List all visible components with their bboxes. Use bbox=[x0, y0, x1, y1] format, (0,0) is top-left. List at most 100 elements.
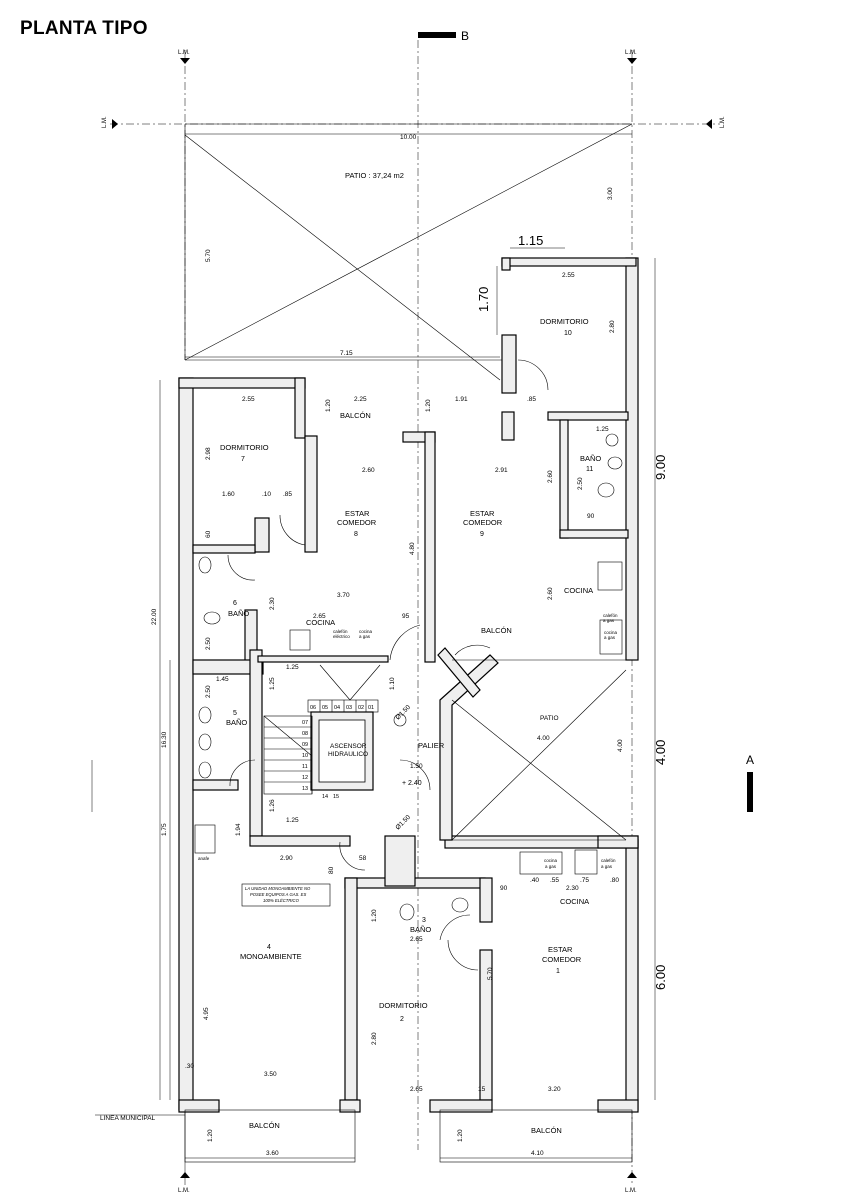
cocina-gas-a: cocina bbox=[359, 629, 373, 634]
diameter-label: Ø1.50 bbox=[394, 814, 412, 832]
elevator-label-b: HIDRAULICO bbox=[328, 751, 368, 758]
mid-patio bbox=[451, 659, 627, 841]
dim: .30 bbox=[185, 1063, 194, 1070]
lm-label: L.M. bbox=[625, 1188, 637, 1194]
stair-step: 15 bbox=[333, 794, 339, 800]
stair-step: 04 bbox=[334, 705, 340, 711]
room-bano-3: BAÑO bbox=[410, 925, 431, 934]
dim: 7.15 bbox=[340, 350, 353, 357]
dim: 2.80 bbox=[371, 1032, 378, 1045]
dim: 80 bbox=[328, 866, 335, 874]
dim: 58 bbox=[359, 855, 367, 862]
cocina-gas3-a: cocina bbox=[544, 858, 558, 863]
room-cocina-right: COCINA bbox=[564, 586, 593, 595]
dim: 1.45 bbox=[216, 676, 229, 683]
balconies bbox=[184, 1109, 633, 1163]
dim: 4.00 bbox=[653, 740, 668, 765]
room-bano-6: BAÑO bbox=[228, 609, 249, 618]
room-cocina-bottom: COCINA bbox=[560, 897, 589, 906]
room-dormitorio-10: DORMITORIO bbox=[540, 317, 589, 326]
patio-mid-label: PATIO bbox=[540, 715, 559, 722]
level-label: + 2.40 bbox=[402, 780, 422, 787]
dim: 3.60 bbox=[266, 1150, 279, 1157]
dim: 4.00 bbox=[617, 739, 624, 752]
room-number-7: 7 bbox=[241, 456, 245, 463]
dim: 2.98 bbox=[205, 447, 212, 460]
room-estar-8a: ESTAR bbox=[345, 509, 370, 518]
linea-municipal-label: LINEA MUNICIPAL bbox=[100, 1115, 156, 1122]
room-estar-9b: COMEDOR bbox=[463, 518, 503, 527]
dim: 1.70 bbox=[476, 287, 491, 312]
stair-step: 05 bbox=[322, 705, 328, 711]
dim: .75 bbox=[580, 877, 589, 884]
stair-step: 03 bbox=[346, 705, 352, 711]
dim: 1.15 bbox=[518, 233, 543, 248]
calefon3-b: a gas bbox=[601, 864, 613, 869]
cocina-gas3-b: a gas bbox=[545, 864, 557, 869]
anafe-label: anafe bbox=[198, 856, 210, 861]
room-monoambiente: MONOAMBIENTE bbox=[240, 952, 302, 961]
calefon-gas-b: a gas bbox=[603, 618, 615, 623]
section-b-label: B bbox=[461, 29, 469, 43]
dim: 1.10 bbox=[389, 677, 396, 690]
dimension-lines bbox=[159, 133, 656, 1100]
patio-top-label: PATIO : 37,24 m2 bbox=[345, 171, 404, 180]
stairs bbox=[263, 664, 381, 795]
dim: 90 bbox=[587, 513, 595, 520]
room-labels: PATIO : 37,24 m2 DORMITORIO 10 BALCÓN DO… bbox=[100, 171, 618, 1135]
room-number-8: 8 bbox=[354, 531, 358, 538]
dim: 1.20 bbox=[371, 909, 378, 922]
dim: 4.95 bbox=[203, 1007, 210, 1020]
dim: 1.25 bbox=[286, 664, 299, 671]
dim: 3.50 bbox=[264, 1071, 277, 1078]
dim: 1.94 bbox=[235, 823, 242, 836]
dim: 2.90 bbox=[280, 855, 293, 862]
dim: 1.25 bbox=[596, 426, 609, 433]
note-line: POSEE EQUIPOS A GAS. ES bbox=[250, 892, 306, 897]
door-swings bbox=[227, 359, 549, 971]
stair-step: 11 bbox=[302, 764, 308, 770]
calefon-electrico-b: eléctrico bbox=[333, 634, 350, 639]
dim: 1.25 bbox=[286, 817, 299, 824]
cocina-gas-b: a gas bbox=[359, 634, 371, 639]
calefon-electrico-a: calefón bbox=[333, 629, 348, 634]
dim: 22.00 bbox=[151, 608, 158, 625]
fixtures bbox=[194, 433, 623, 921]
dim: 9.00 bbox=[653, 455, 668, 480]
dim: .80 bbox=[610, 877, 619, 884]
dim: 1.26 bbox=[269, 799, 276, 812]
room-number-1: 1 bbox=[556, 968, 560, 975]
stair-step: 14 bbox=[322, 794, 328, 800]
dim: 2.55 bbox=[562, 272, 575, 279]
top-patio bbox=[184, 123, 633, 381]
balcon-bottom-left: BALCÓN bbox=[249, 1121, 280, 1130]
room-number-10: 10 bbox=[564, 330, 572, 337]
dim: 2.65 bbox=[313, 613, 326, 620]
dim: 4.00 bbox=[537, 735, 550, 742]
diameter-label: Ø1.50 bbox=[394, 704, 412, 722]
dimension-labels: 10.00 3.00 5.70 1.15 1.70 2.55 2.80 7.15… bbox=[151, 134, 668, 1157]
lm-label: L.M. bbox=[178, 1188, 190, 1194]
balcon-top-label: BALCÓN bbox=[340, 411, 371, 420]
dim: 1.20 bbox=[325, 399, 332, 412]
balcon-bottom-right: BALCÓN bbox=[531, 1126, 562, 1135]
dim: 2.60 bbox=[547, 470, 554, 483]
dim: 4.10 bbox=[531, 1150, 544, 1157]
room-estar-1a: ESTAR bbox=[548, 945, 573, 954]
balcon-mid-label: BALCÓN bbox=[481, 626, 512, 635]
section-a-label: A bbox=[746, 753, 754, 767]
dim: 1.91 bbox=[455, 396, 468, 403]
lm-label: L.M. bbox=[178, 50, 190, 56]
dim: 1.75 bbox=[161, 823, 168, 836]
stair-step: 07 bbox=[302, 720, 308, 726]
cocina-gas2-b: a gas bbox=[604, 635, 616, 640]
room-dormitorio-7: DORMITORIO bbox=[220, 443, 269, 452]
elevator-label-a: ASCENSOR bbox=[330, 743, 367, 750]
dim: 2.55 bbox=[242, 396, 255, 403]
room-number-6: 6 bbox=[233, 600, 237, 607]
note-line: LA UNIDAD MONOAMBIENTE NO bbox=[245, 886, 311, 891]
stair-step: 01 bbox=[368, 705, 374, 711]
dim: 2.30 bbox=[566, 885, 579, 892]
stair-step: 10 bbox=[302, 753, 308, 759]
